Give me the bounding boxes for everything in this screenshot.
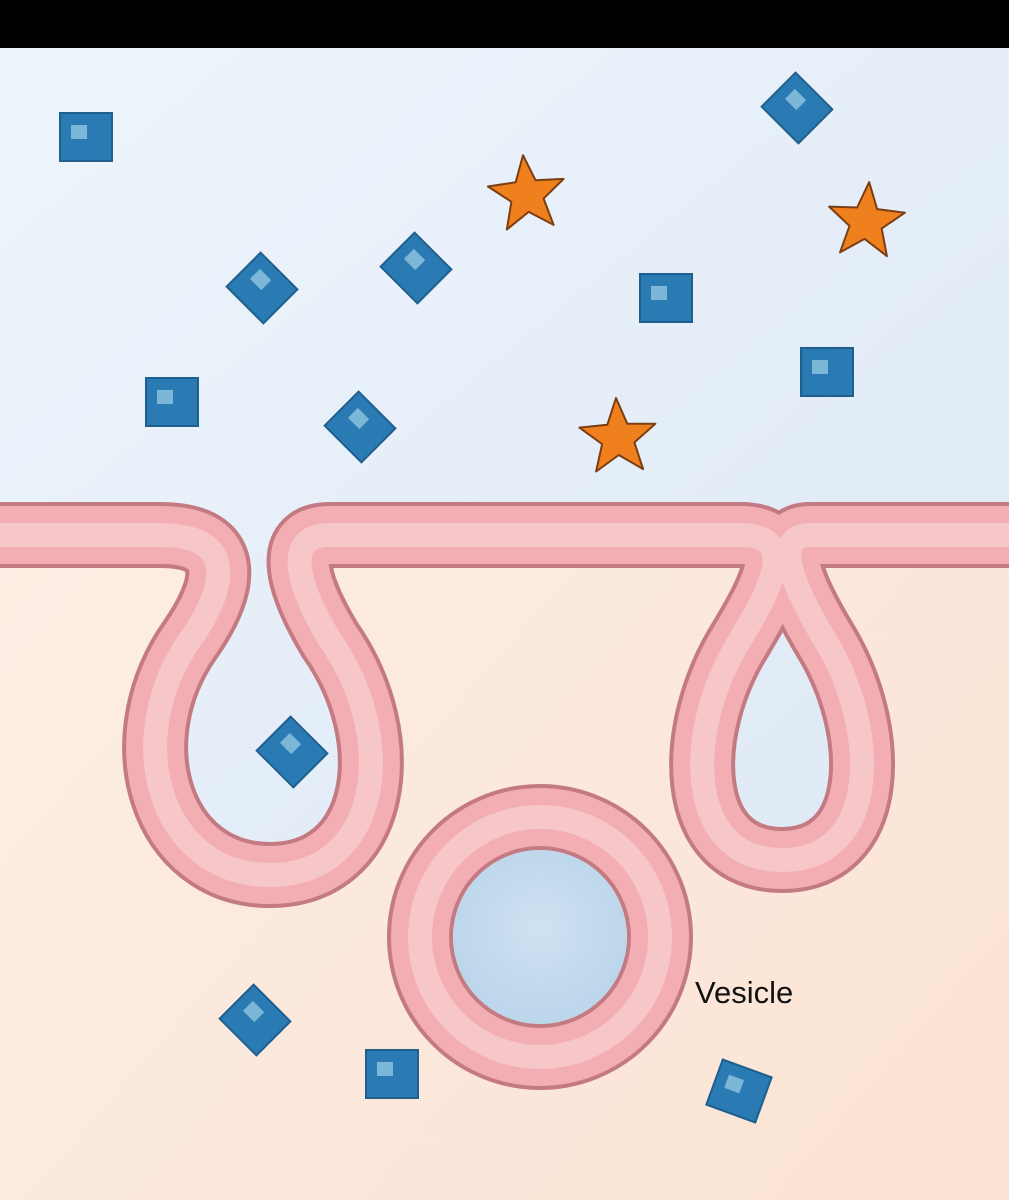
- blue-square-highlight: [71, 125, 87, 139]
- blue-square-highlight: [377, 1062, 393, 1076]
- top-bar: [0, 0, 1009, 48]
- orange-star-particle: [578, 397, 657, 473]
- plasma-membrane-core: [0, 523, 1009, 887]
- blue-square-body: [145, 377, 199, 427]
- blue-square-highlight: [403, 248, 426, 271]
- particles: [59, 71, 906, 1124]
- orange-star-particle: [828, 181, 906, 258]
- blue-square-particle: [379, 231, 453, 305]
- blue-square-particle: [365, 1049, 419, 1099]
- blue-square-highlight: [784, 88, 807, 111]
- blue-square-particle: [218, 983, 292, 1057]
- blue-square-particle: [255, 715, 329, 789]
- blue-square-highlight: [724, 1074, 745, 1094]
- blue-square-particle: [145, 377, 199, 427]
- blue-square-highlight: [651, 286, 667, 300]
- blue-square-highlight: [347, 407, 370, 430]
- orange-star-particle: [486, 154, 565, 231]
- vesicle-membrane-core: [408, 805, 672, 1069]
- blue-square-particle: [225, 251, 299, 325]
- blue-square-highlight: [249, 268, 272, 291]
- vesicle: [387, 784, 693, 1090]
- blue-square-highlight: [242, 1000, 265, 1023]
- blue-square-highlight: [812, 360, 828, 374]
- blue-square-particle: [639, 273, 693, 323]
- blue-square-highlight: [157, 390, 173, 404]
- blue-square-particle: [705, 1058, 773, 1124]
- blue-square-highlight: [279, 732, 302, 755]
- vesicle-label: Vesicle: [695, 975, 793, 1010]
- blue-square-particle: [323, 390, 397, 464]
- blue-square-particle: [800, 347, 854, 397]
- blue-square-particle: [59, 112, 113, 162]
- blue-square-particle: [760, 71, 834, 145]
- vesicle-lumen: [453, 850, 627, 1024]
